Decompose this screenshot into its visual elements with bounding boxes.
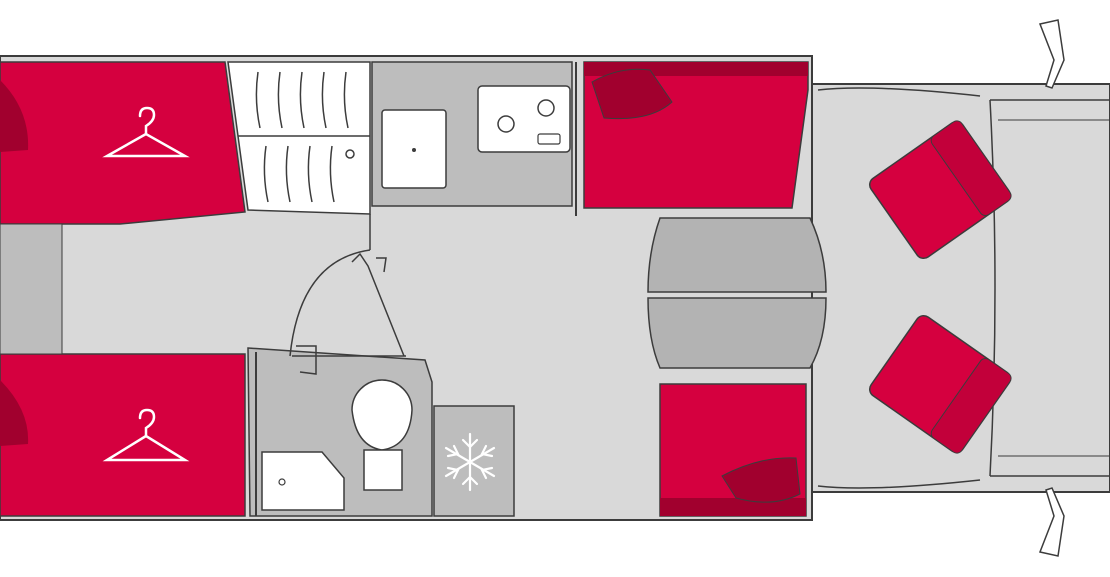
stove: [477, 85, 571, 153]
hanger-icon: [102, 408, 190, 462]
side-mirror-bottom: [1038, 487, 1065, 557]
side-sofa-bottom: [659, 383, 807, 517]
toilet: [351, 379, 413, 451]
hanger-icon: [102, 106, 190, 158]
snowflake-icon: [444, 432, 496, 492]
windshield-line: [998, 119, 1110, 457]
cab-door-bottom: [817, 479, 981, 489]
rear-storage: [0, 223, 63, 355]
kitchen-counter: [371, 61, 573, 207]
fridge: [433, 405, 515, 517]
rear-bed-left-bottom: [0, 353, 246, 517]
dinette-table: [647, 217, 827, 369]
cab-door-top: [817, 87, 981, 97]
cushion: [591, 68, 673, 120]
wardrobe: [227, 61, 371, 215]
side-sofa-top: [575, 61, 809, 216]
shower-tray: [261, 451, 345, 511]
cab-dashboard: [989, 99, 1110, 477]
pillow: [0, 80, 29, 152]
side-mirror-top: [1038, 19, 1065, 89]
pillow: [0, 380, 29, 446]
cab-seat-right: [868, 314, 1012, 454]
bathroom: [247, 347, 433, 517]
cushion: [721, 457, 801, 503]
rear-bed-left-top: [0, 61, 246, 225]
bathroom-door: [289, 214, 406, 375]
cab-seat-left: [868, 120, 1012, 260]
